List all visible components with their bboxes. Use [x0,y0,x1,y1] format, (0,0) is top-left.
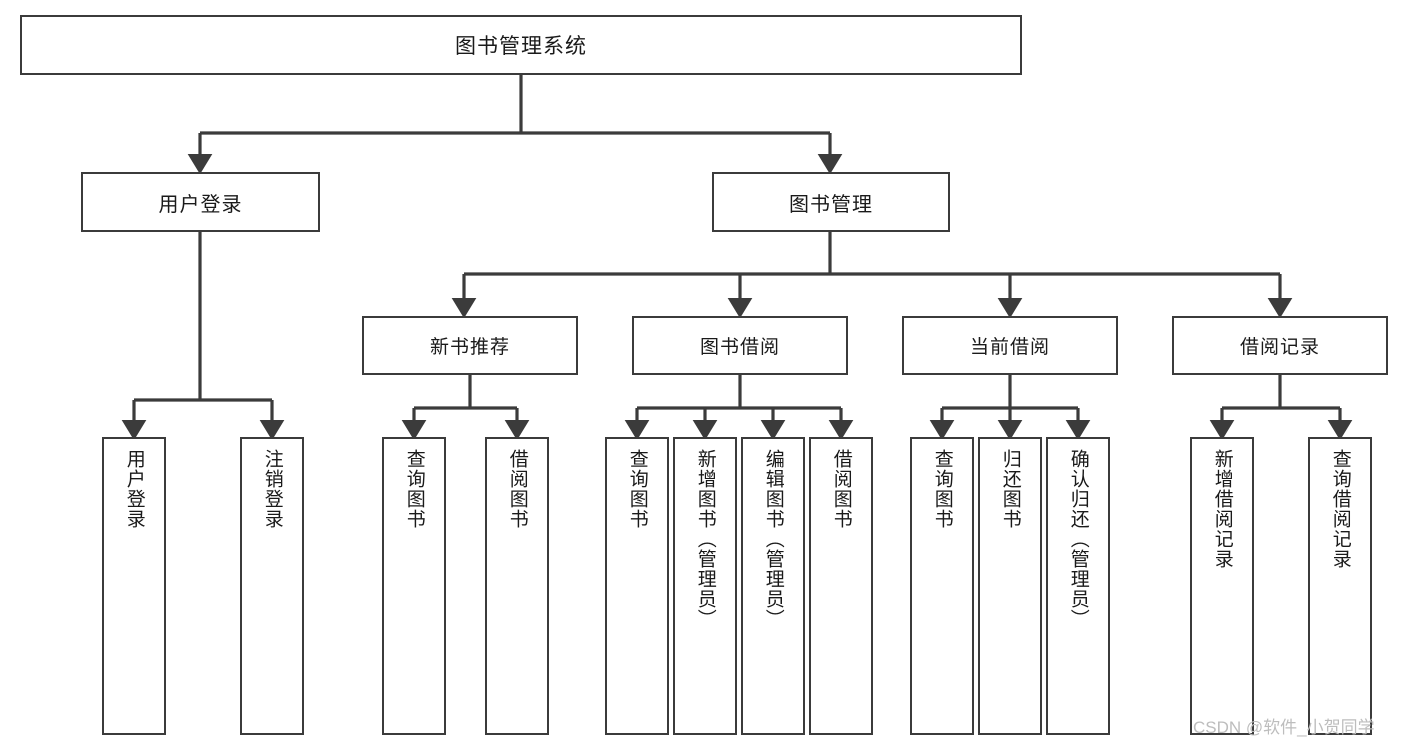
csdn-watermark: CSDN @软件_小贺同学 [1193,718,1375,737]
node-label: 新增借阅记录 [1211,449,1233,569]
leaf-borrow-query-book[interactable]: 查询图书 [605,437,669,735]
node-label: 查询图书 [626,449,648,529]
node-label: 借阅图书 [506,449,528,529]
leaf-borrow-borrow-book[interactable]: 借阅图书 [809,437,873,735]
node-current-borrow[interactable]: 当前借阅 [902,316,1118,375]
node-label: 新增图书（管理员） [694,449,716,629]
leaf-user-logout[interactable]: 注销登录 [240,437,304,735]
node-book-management[interactable]: 图书管理 [712,172,950,232]
leaf-current-query-book[interactable]: 查询图书 [910,437,974,735]
node-label: 新书推荐 [429,337,510,358]
node-label: 图书管理系统 [455,35,587,58]
leaf-current-return-book[interactable]: 归还图书 [978,437,1042,735]
node-label: 借阅记录 [1239,337,1320,358]
leaf-record-add-borrow-record[interactable]: 新增借阅记录 [1190,437,1254,735]
node-label: 图书管理 [789,193,873,216]
leaf-recommend-query-book[interactable]: 查询图书 [382,437,446,735]
leaf-borrow-edit-book-admin[interactable]: 编辑图书（管理员） [741,437,805,735]
leaf-user-login[interactable]: 用户登录 [102,437,166,735]
node-borrow-record[interactable]: 借阅记录 [1172,316,1388,375]
leaf-record-query-borrow-record[interactable]: 查询借阅记录 [1308,437,1372,735]
node-root-system[interactable]: 图书管理系统 [20,15,1022,75]
leaf-current-confirm-return-admin[interactable]: 确认归还（管理员） [1046,437,1110,735]
node-new-book-recommend[interactable]: 新书推荐 [362,316,578,375]
node-label: 确认归还（管理员） [1067,449,1089,629]
node-label: 查询图书 [931,449,953,529]
node-label: 借阅图书 [830,449,852,529]
leaf-borrow-add-book-admin[interactable]: 新增图书（管理员） [673,437,737,735]
node-label: 用户登录 [123,449,145,529]
node-label: 当前借阅 [969,337,1050,358]
node-user-login[interactable]: 用户登录 [81,172,320,232]
node-label: 用户登录 [158,193,243,216]
node-label: 查询图书 [403,449,425,529]
node-label: 查询借阅记录 [1329,449,1351,569]
leaf-recommend-borrow-book[interactable]: 借阅图书 [485,437,549,735]
node-label: 归还图书 [999,449,1021,529]
node-label: 图书借阅 [699,337,780,358]
node-label: 注销登录 [261,449,283,529]
node-book-borrow[interactable]: 图书借阅 [632,316,848,375]
node-label: 编辑图书（管理员） [762,449,784,629]
